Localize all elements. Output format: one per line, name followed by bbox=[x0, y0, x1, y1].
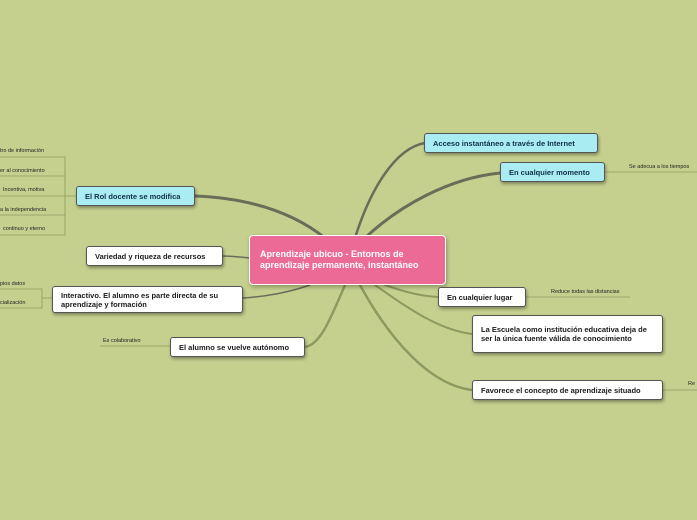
label-rol-sub-1: tro de información bbox=[0, 148, 45, 154]
node-acceso-label: Acceso instantáneo a través de Internet bbox=[433, 138, 575, 148]
label-momento-sub: Se adecua a los tiempos bbox=[629, 164, 690, 170]
central-topic[interactable]: Aprendizaje ubicuo - Entornos de aprendi… bbox=[249, 235, 446, 285]
label-situado-sub: Re bbox=[688, 381, 696, 387]
node-lugar-label: En cualquier lugar bbox=[447, 292, 513, 302]
node-escuela-label: La Escuela como institución educativa de… bbox=[481, 325, 647, 343]
label-rol-sub-2: er al conocimiento bbox=[0, 168, 45, 174]
label-rol-sub-4: a la independencia bbox=[0, 207, 47, 213]
node-variedad[interactable]: Variedad y riqueza de recursos bbox=[86, 246, 223, 266]
link-variedad bbox=[221, 255, 251, 259]
node-situado[interactable]: Favorece el concepto de aprendizaje situ… bbox=[472, 380, 663, 400]
node-lugar[interactable]: En cualquier lugar bbox=[438, 287, 526, 307]
link-rol bbox=[193, 194, 327, 240]
node-variedad-label: Variedad y riqueza de recursos bbox=[95, 251, 206, 261]
link-escuela bbox=[374, 284, 473, 335]
label-interactivo-sub-1: pios datos bbox=[0, 281, 26, 287]
node-autonomo-label: El alumno se vuelve autónomo bbox=[179, 342, 290, 352]
node-interactivo-label: Interactivo. El alumno es parte directa … bbox=[61, 290, 219, 309]
node-rol-label: El Rol docente se modifica bbox=[85, 191, 181, 201]
label-interactivo-sub-2: cialización bbox=[0, 300, 26, 306]
label-rol-sub-3: Incentiva, motiva bbox=[3, 187, 45, 193]
node-momento[interactable]: En cualquier momento bbox=[500, 162, 605, 182]
link-autonomo bbox=[303, 283, 347, 349]
link-interactivo bbox=[241, 284, 311, 299]
node-rol[interactable]: El Rol docente se modifica bbox=[76, 186, 195, 206]
node-escuela[interactable]: La Escuela como institución educativa de… bbox=[472, 315, 663, 353]
node-momento-label: En cualquier momento bbox=[509, 167, 590, 177]
label-autonomo-sub: Es colaborativo bbox=[103, 338, 141, 344]
label-rol-sub-5: continuo y eterno bbox=[3, 226, 46, 232]
node-interactivo[interactable]: Interactivo. El alumno es parte directa … bbox=[52, 286, 243, 313]
label-lugar-sub: Reduce todas las distancias bbox=[551, 289, 620, 295]
node-acceso[interactable]: Acceso instantáneo a través de Internet bbox=[424, 133, 598, 153]
central-topic-title: Aprendizaje ubicuo - Entornos de aprendi… bbox=[260, 249, 419, 270]
link-acceso bbox=[353, 141, 427, 240]
link-lugar bbox=[384, 284, 439, 298]
node-autonomo[interactable]: El alumno se vuelve autónomo bbox=[170, 337, 305, 357]
link-situado bbox=[358, 283, 474, 392]
link-momento bbox=[363, 171, 502, 240]
node-situado-label: Favorece el concepto de aprendizaje situ… bbox=[481, 385, 641, 395]
